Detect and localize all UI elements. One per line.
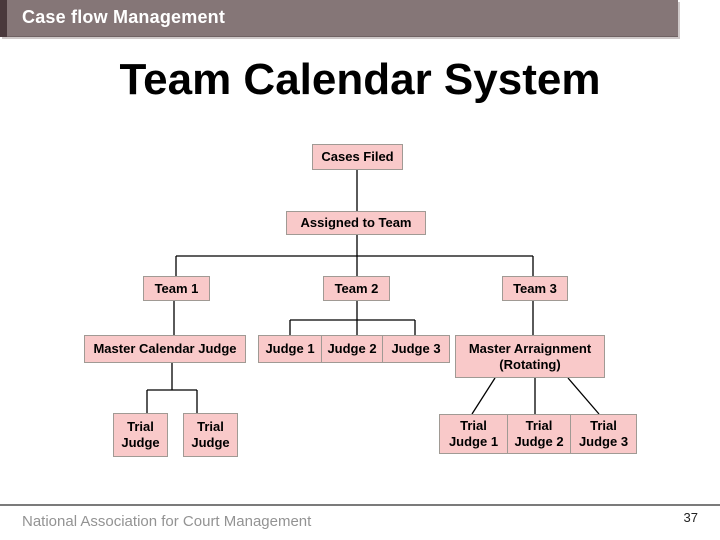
- connector-line: [471, 377, 496, 415]
- node-trial-judge-left-b: Trial Judge: [183, 413, 238, 457]
- node-trial-judge-1: Trial Judge 1: [439, 414, 508, 454]
- header-bar: Case flow Management: [0, 0, 678, 37]
- header-accent-stripe: [0, 0, 7, 37]
- page-number: 37: [683, 510, 698, 525]
- header-title: Case flow Management: [22, 7, 226, 27]
- node-assigned-to-team: Assigned to Team: [286, 211, 426, 235]
- node-judge-1: Judge 1: [258, 335, 322, 363]
- connector-line: [567, 377, 600, 415]
- footer-divider: [0, 504, 720, 506]
- node-team-2: Team 2: [323, 276, 390, 301]
- node-team-3: Team 3: [502, 276, 568, 301]
- page-title: Team Calendar System: [119, 55, 601, 104]
- node-master-calendar-judge: Master Calendar Judge: [84, 335, 246, 363]
- node-master-arraignment: Master Arraignment (Rotating): [455, 335, 605, 378]
- node-trial-judge-3: Trial Judge 3: [570, 414, 637, 454]
- node-judge-2: Judge 2: [321, 335, 383, 363]
- node-judge-3: Judge 3: [382, 335, 450, 363]
- node-cases-filed: Cases Filed: [312, 144, 403, 170]
- footer-organization: National Association for Court Managemen…: [22, 513, 312, 530]
- node-trial-judge-2: Trial Judge 2: [507, 414, 571, 454]
- node-trial-judge-left-a: Trial Judge: [113, 413, 168, 457]
- node-team-1: Team 1: [143, 276, 210, 301]
